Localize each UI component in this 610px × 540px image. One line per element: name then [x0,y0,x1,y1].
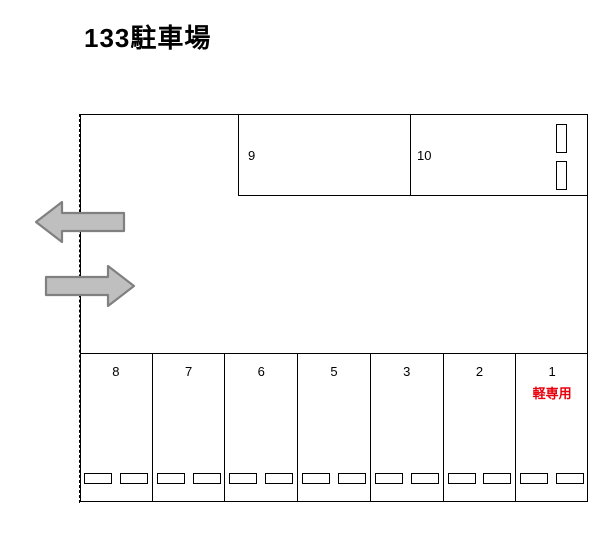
wheel-stop [119,473,148,484]
wheel-stop-group [153,473,225,484]
wheel-stop-vertical [556,161,567,190]
wheel-stop-vertical [556,124,567,153]
wheel-stop [556,473,585,484]
wheel-stop [83,473,112,484]
parking-bay-row: 8 7 6 5 [80,353,588,502]
parking-bay-3[interactable]: 3 [371,354,444,502]
wheel-stop-group [371,473,443,484]
parking-bay-7[interactable]: 7 [153,354,226,502]
bay-label: 5 [330,364,338,379]
parking-bay-1[interactable]: 1 軽専用 [516,354,588,502]
wheel-stop [265,473,294,484]
exit-arrow-left-icon [34,200,126,244]
wheel-stop [410,473,439,484]
wheel-stop [520,473,549,484]
top-row-divider [410,114,411,196]
cell-label-9: 9 [248,148,256,163]
bay-label: 7 [184,364,193,379]
wheel-stop-group [516,473,588,484]
wheel-stop [447,473,476,484]
bay-label: 2 [475,364,484,379]
wheel-stop [156,473,185,484]
cell-label-10: 10 [417,148,432,163]
wheel-stop-group [298,473,370,484]
property-boundary-dashed-line [79,114,80,503]
wheel-stop [337,473,366,484]
parking-bay-6[interactable]: 6 [225,354,299,502]
wheel-stop [483,473,512,484]
bay-label: 6 [257,364,265,379]
entry-arrow-right-icon [44,264,136,308]
parking-bay-2[interactable]: 2 [444,354,517,502]
wheel-stop [192,473,221,484]
lot-outline [80,114,588,502]
parking-bay-8[interactable]: 8 [80,354,153,502]
wheel-stop [229,473,258,484]
bay-label: 1 [548,364,556,379]
bay-tag-kei-only: 軽専用 [532,386,572,401]
wheel-stop [374,473,403,484]
top-row-band [238,114,588,196]
parking-bay-5[interactable]: 5 [298,354,371,502]
wheel-stop-group [444,473,516,484]
wheel-stop-group [225,473,297,484]
bay-label: 3 [403,364,411,379]
wheel-stop-group [80,473,152,484]
page-title: 133駐車場 [84,23,212,53]
bay-label: 8 [112,364,120,379]
wheel-stop [302,473,331,484]
